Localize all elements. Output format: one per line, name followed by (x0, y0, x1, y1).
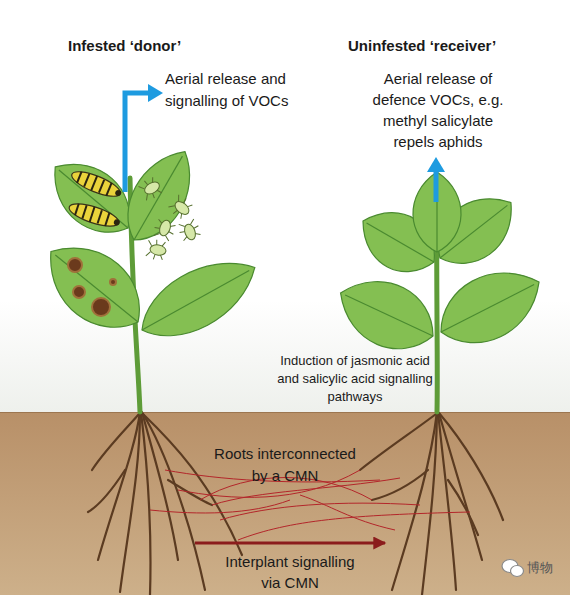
edge-label: Interplant signalling via CMN (215, 551, 365, 593)
root (392, 412, 437, 590)
stripe (77, 172, 81, 183)
caterpillars (67, 167, 124, 231)
aphid-legs (137, 176, 162, 202)
root (88, 470, 125, 512)
midrib (440, 205, 507, 258)
aphid (152, 217, 177, 242)
soil-surface (0, 412, 570, 413)
midrib (142, 271, 249, 330)
aphid-legs (152, 219, 177, 242)
caterpillar-head (114, 189, 122, 197)
caterpillar (67, 199, 122, 231)
spot (110, 279, 116, 285)
aphid-legs (177, 218, 202, 241)
root (439, 413, 503, 520)
leaf (327, 265, 446, 365)
hypha (220, 503, 420, 520)
caterpillar (69, 167, 124, 202)
stripe (82, 205, 86, 218)
leaf-veins (345, 176, 534, 336)
stripe (84, 174, 89, 187)
leaf-veins (55, 156, 249, 330)
signal-arrow (195, 542, 385, 545)
stripe (90, 207, 95, 222)
caterpillar-head (113, 219, 121, 227)
root (98, 412, 140, 560)
panel-heading: Uninfested ‘receiver’ (348, 37, 496, 55)
midrib (134, 156, 182, 240)
hypha (300, 495, 395, 530)
stripe (99, 180, 104, 193)
voc-note: Aerial release and signalling of VOCs (165, 68, 315, 112)
cmn-note: Roots interconnected by a CMN (205, 443, 365, 487)
voc-arrowhead (148, 84, 163, 102)
midrib (345, 295, 433, 336)
spot (73, 286, 85, 298)
aphid (167, 193, 194, 221)
voc-arrow (434, 170, 439, 202)
soil (0, 412, 570, 595)
stripe (106, 183, 111, 196)
caterpillar-stripes (76, 170, 112, 197)
donor-leaves (31, 139, 269, 354)
stripe (91, 176, 97, 191)
leaf (129, 243, 269, 354)
root (372, 470, 428, 500)
disease-spots (68, 258, 116, 316)
midrib (55, 255, 138, 322)
aphid-body (158, 219, 173, 237)
aphid (145, 238, 167, 261)
midrib (367, 223, 434, 262)
root (439, 413, 482, 560)
root (360, 414, 436, 470)
root (142, 412, 178, 560)
plant-panel: Uninfested ‘receiver’ (385, 30, 545, 560)
aphid (137, 175, 163, 202)
panel-heading: Infested ‘donor’ (68, 37, 181, 55)
defence-voc-note: Aerial release of defence VOCs, e.g. met… (363, 68, 513, 152)
stripe (75, 204, 79, 215)
aphid-body (183, 223, 198, 241)
leaf (31, 226, 159, 347)
watermark-icon (502, 560, 524, 577)
root (120, 412, 140, 592)
leaf (37, 146, 145, 249)
aphids (137, 175, 202, 261)
plant-panel: Infested ‘donor’ (45, 30, 195, 560)
pathway-note: Induction of jasmonic acid and salicylic… (277, 352, 433, 406)
caterpillar-body (67, 199, 121, 230)
midrib (441, 285, 534, 332)
hypha (238, 512, 470, 540)
caterpillar-stripes (74, 202, 109, 227)
icon-bubble (511, 566, 524, 577)
receiver-leaves (327, 172, 553, 364)
aphid-body (143, 180, 162, 197)
aphid (177, 218, 202, 243)
voc-arrowhead (427, 157, 445, 172)
voc-arrow (125, 93, 150, 192)
leaf (427, 254, 553, 360)
watermark: 博物 (527, 560, 567, 576)
stripe (98, 210, 102, 223)
spot (92, 298, 110, 316)
root (448, 480, 478, 535)
hypha (150, 500, 290, 513)
root (143, 414, 205, 590)
root (92, 414, 139, 470)
aphid-body (173, 199, 192, 217)
aphid-body (149, 244, 166, 257)
root (422, 412, 437, 595)
root (143, 414, 242, 555)
spot (68, 258, 82, 272)
aphid-legs (167, 193, 193, 219)
stripe (105, 213, 109, 226)
caterpillar-body (69, 167, 123, 201)
